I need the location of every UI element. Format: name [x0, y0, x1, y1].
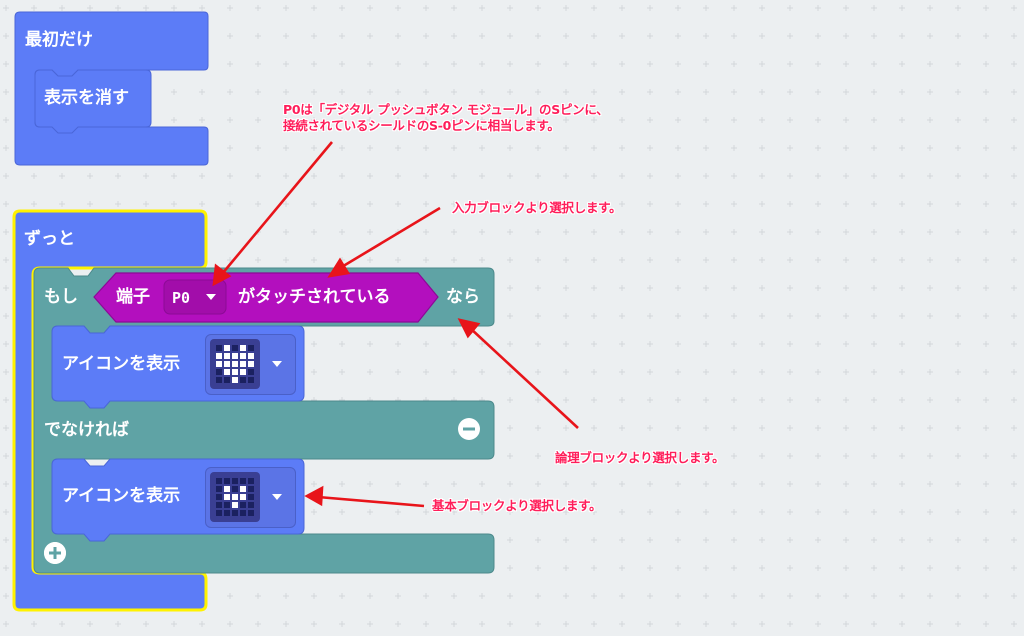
heart-icon — [210, 339, 260, 389]
led-cell — [216, 486, 222, 492]
led-cell — [240, 494, 246, 500]
led-cell — [216, 502, 222, 508]
pin-dropdown[interactable]: P0 — [172, 289, 191, 307]
led-cell — [248, 510, 254, 516]
led-cell — [224, 510, 230, 516]
led-cell — [240, 361, 246, 367]
input-annotation: 入力ブロックより選択します。 — [452, 200, 622, 215]
icon-led-grid-1 — [216, 345, 254, 383]
touched-label: がタッチされている — [238, 287, 391, 307]
led-cell — [240, 502, 246, 508]
led-cell — [224, 502, 230, 508]
led-cell — [232, 353, 238, 359]
icon-dropdown-2[interactable] — [205, 467, 296, 528]
annotation-arrows — [212, 141, 579, 508]
led-cell — [224, 345, 230, 351]
led-cell — [216, 494, 222, 500]
led-cell — [232, 502, 238, 508]
led-cell — [232, 478, 238, 484]
pin-annotation-line-1: P0は「デジタル プッシュボタン モジュール」のSピンに、 — [283, 102, 609, 117]
clear-screen-block[interactable] — [34, 69, 152, 134]
led-cell — [216, 361, 222, 367]
pin-annotation-line-2: 接続されているシールドのS-0ピンに相当します。 — [283, 118, 560, 133]
forever-label: ずっと — [24, 229, 75, 249]
led-cell — [232, 494, 238, 500]
led-cell — [248, 486, 254, 492]
add-else-if-button[interactable] — [44, 542, 66, 564]
on-start-label: 最初だけ — [25, 30, 93, 50]
logic-annotation: 論理ブロックより選択します。 — [555, 450, 725, 465]
led-cell — [224, 377, 230, 383]
if-label: もし — [44, 287, 78, 307]
icon-dropdown-caret-icon-2[interactable] — [272, 494, 282, 500]
led-cell — [240, 353, 246, 359]
led-cell — [240, 345, 246, 351]
led-cell — [248, 502, 254, 508]
led-cell — [232, 510, 238, 516]
small-heart-icon — [210, 472, 260, 522]
basic-annotation: 基本ブロックより選択します。 — [432, 498, 602, 513]
pin-label: 端子 — [116, 287, 150, 307]
led-cell — [248, 478, 254, 484]
led-cell — [224, 353, 230, 359]
pin-dropdown-bg — [163, 279, 227, 315]
led-cell — [216, 369, 222, 375]
led-cell — [224, 369, 230, 375]
led-cell — [216, 478, 222, 484]
led-cell — [216, 377, 222, 383]
show-icon-label-1: アイコンを表示 — [62, 354, 181, 374]
led-cell — [224, 478, 230, 484]
else-label: でなければ — [44, 420, 129, 440]
show-icon-label-2: アイコンを表示 — [62, 486, 181, 506]
clear-screen-label: 表示を消す — [44, 88, 129, 108]
led-cell — [224, 361, 230, 367]
led-cell — [216, 353, 222, 359]
led-cell — [240, 510, 246, 516]
led-cell — [240, 478, 246, 484]
led-cell — [248, 377, 254, 383]
remove-else-button[interactable] — [458, 418, 480, 440]
icon-dropdown-caret-icon-1[interactable] — [272, 361, 282, 367]
led-cell — [216, 345, 222, 351]
led-cell — [232, 361, 238, 367]
led-cell — [248, 494, 254, 500]
led-cell — [232, 369, 238, 375]
icon-led-grid-2 — [216, 478, 254, 516]
led-cell — [240, 486, 246, 492]
led-cell — [248, 369, 254, 375]
minus-icon — [460, 420, 478, 438]
led-cell — [232, 377, 238, 383]
led-cell — [232, 486, 238, 492]
led-cell — [248, 345, 254, 351]
led-cell — [240, 377, 246, 383]
if-else-block[interactable] — [33, 267, 495, 574]
led-cell — [232, 345, 238, 351]
led-cell — [216, 510, 222, 516]
plus-icon — [44, 542, 66, 564]
led-cell — [248, 361, 254, 367]
icon-dropdown-1[interactable] — [205, 334, 296, 395]
pin-dropdown-caret-icon[interactable] — [206, 294, 216, 300]
led-cell — [224, 494, 230, 500]
led-cell — [224, 486, 230, 492]
led-cell — [248, 353, 254, 359]
led-cell — [240, 369, 246, 375]
then-label: なら — [446, 287, 480, 307]
